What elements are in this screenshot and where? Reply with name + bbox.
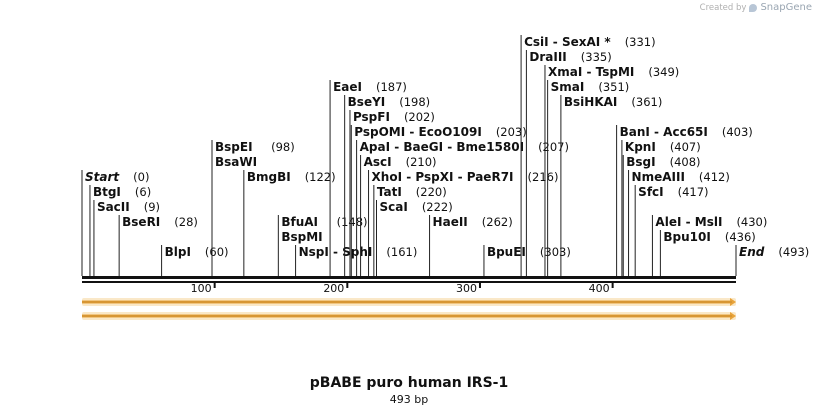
site-position: (9): [144, 200, 160, 214]
site-label: DraIII: [529, 50, 566, 64]
site-position: (28): [174, 215, 198, 229]
map-length: 493 bp: [389, 393, 429, 406]
brand-name: SnapGene: [760, 2, 812, 13]
site-label: BmgBI: [247, 170, 291, 184]
site-position: (220): [416, 185, 447, 199]
site-position: (6): [135, 185, 151, 199]
site-position: (0): [133, 170, 149, 184]
tick-label: 100: [191, 282, 212, 295]
site-position: (60): [205, 245, 229, 259]
site-label: BspMI: [281, 230, 322, 244]
snapgene-logo-icon: [749, 3, 758, 12]
site-position: (412): [699, 170, 730, 184]
site-label: ApaI - BaeGI - Bme1580I: [360, 140, 524, 154]
site-position: (349): [648, 65, 679, 79]
site-label: BtgI: [93, 185, 121, 199]
site-position: (148): [337, 215, 368, 229]
site-position: (161): [386, 245, 417, 259]
feature-arrowhead: [730, 312, 736, 320]
site-label: BlpI: [165, 245, 191, 259]
site-position: (430): [736, 215, 767, 229]
site-label: BsiHKAI: [564, 95, 618, 109]
map-title: pBABE puro human IRS-1: [309, 375, 509, 391]
site-position: (361): [631, 95, 662, 109]
site-label: BsaWI: [215, 155, 257, 169]
site-position: (331): [625, 35, 656, 49]
site-label: Bpu10I: [663, 230, 710, 244]
site-position: (198): [399, 95, 430, 109]
site-position: (207): [538, 140, 569, 154]
site-position: (210): [406, 155, 437, 169]
created-by-label: Created by: [699, 2, 747, 13]
site-position: (407): [670, 140, 701, 154]
site-label: BseRI: [122, 215, 160, 229]
site-position: (187): [376, 80, 407, 94]
site-position: (408): [670, 155, 701, 169]
site-position: (493): [778, 245, 809, 259]
site-label: SfcI: [638, 185, 663, 199]
tick-label: 300: [456, 282, 477, 295]
site-label: KpnI: [625, 140, 656, 154]
tick-label: 200: [323, 282, 344, 295]
site-label: AleI - MslI: [655, 215, 722, 229]
site-label: ScaI: [379, 200, 407, 214]
site-label: AscI: [364, 155, 392, 169]
site-label: BsgI: [626, 155, 655, 169]
site-label: TatI: [377, 185, 402, 199]
site-position: (335): [581, 50, 612, 64]
site-label: Start: [85, 170, 120, 184]
site-position: (417): [678, 185, 709, 199]
site-position: (222): [422, 200, 453, 214]
site-label: HaeII: [433, 215, 468, 229]
site-label: NmeAIII: [632, 170, 685, 184]
site-position: (403): [722, 125, 753, 139]
site-label: BfuAI: [281, 215, 318, 229]
site-label: XmaI - TspMI: [548, 65, 634, 79]
backbone-top: [82, 276, 736, 279]
site-label: PspFI: [353, 110, 390, 124]
site-position: (216): [528, 170, 559, 184]
site-label: PspOMI - EcoO109I: [354, 125, 482, 139]
site-position: (262): [482, 215, 513, 229]
site-position: (202): [404, 110, 435, 124]
site-position: (436): [725, 230, 756, 244]
backbone-bottom: [82, 281, 736, 283]
site-label: BspEI: [215, 140, 253, 154]
feature-arrowhead: [730, 298, 736, 306]
site-label: XhoI - PspXI - PaeR7I: [372, 170, 514, 184]
site-label: BseYI: [348, 95, 386, 109]
site-label: End: [739, 245, 765, 259]
site-position: (203): [496, 125, 527, 139]
snapgene-watermark: Created by SnapGene: [700, 2, 812, 13]
site-label: NspI - SphI: [299, 245, 373, 259]
site-position: (122): [305, 170, 336, 184]
tick-label: 400: [589, 282, 610, 295]
site-label: SmaI: [551, 80, 585, 94]
site-position: (98): [271, 140, 295, 154]
site-label: BanI - Acc65I: [620, 125, 708, 139]
site-label: EaeI: [333, 80, 362, 94]
site-label: CsiI - SexAI *: [524, 35, 611, 49]
site-label: BpuEI: [487, 245, 526, 259]
site-position: (351): [598, 80, 629, 94]
site-label: SacII: [97, 200, 130, 214]
